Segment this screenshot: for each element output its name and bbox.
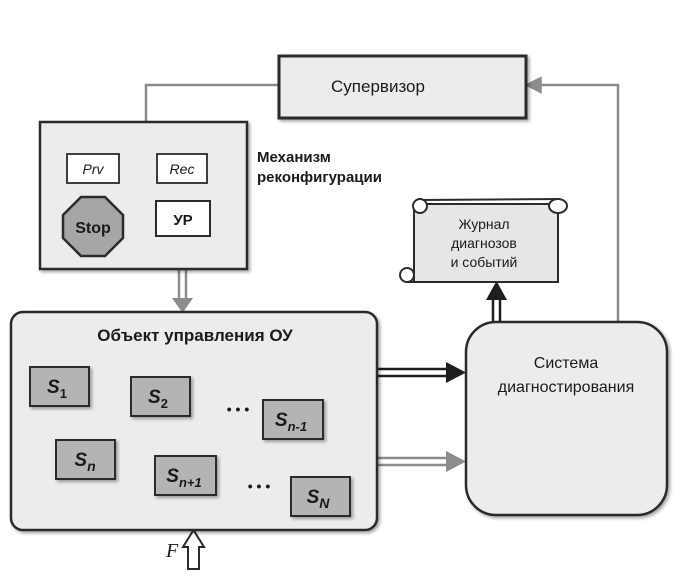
control-object-title: Объект управления ОУ [97,326,293,345]
up-to-object-arrowhead [172,298,193,313]
supervisor-label: Супервизор [331,77,425,96]
up-box [155,200,211,237]
diagnostics-to-journal-head [486,281,507,300]
state-sn-1-sub: n-1 [288,419,308,434]
up-label: УР [173,212,192,229]
state-s2-base: S [148,387,161,408]
state-s1-base: S [47,377,60,398]
journal-line1: Журнал [458,216,509,232]
state-sn+1: Sn+1 [154,455,217,496]
state-s2: S2 [130,376,191,417]
state-sn: Sn [55,439,116,480]
diagnostics-line2: диагностирования [498,379,634,396]
svg-text:SN: SN [307,487,331,511]
stop-octagon [61,195,125,258]
prv-box [66,153,120,184]
diagnostics-box [464,320,669,517]
diagnostics-line1: Система [534,355,599,372]
svg-text:S2: S2 [148,387,168,411]
diagnostics-to-supervisor-connector [524,76,620,322]
svg-text:Sn-1: Sn-1 [275,410,307,434]
prv-label: Prv [83,161,105,177]
rec-label: Rec [170,161,195,177]
stop-label: Stop [75,220,111,237]
object-to-diagnostics-gray-head [446,451,466,472]
state-sN-base: S [307,487,320,508]
supervisor-to-reconfig-connector [144,83,279,133]
journal-line3: и событий [451,254,518,270]
state-sn-sub: n [87,458,96,474]
state-sN: SN [290,476,351,517]
state-s1-sub: 1 [60,386,67,401]
reconfig-title-line2: реконфигурации [257,169,382,186]
journal-line2: диагнозов [451,235,517,251]
journal-scroll [399,198,568,283]
state-sn+1-sub: n+1 [179,475,202,490]
ellipsis-row1: • • • [227,401,250,417]
state-sn-1-base: S [275,410,288,431]
state-sn+1-base: S [166,466,179,487]
state-s2-sub: 2 [161,396,168,411]
svg-text:Sn+1: Sn+1 [166,466,201,490]
supervisor-box [277,54,528,120]
state-s1: S1 [29,366,90,407]
svg-text:Sn: Sn [74,450,95,474]
state-sN-sub: N [319,495,330,511]
ellipsis-row2: • • • [248,478,271,494]
state-sn-base: S [74,450,87,471]
input-f-label: F [165,540,179,562]
rec-box [156,153,208,184]
object-to-diagnostics-dark-head [446,362,466,383]
input-f-arrow [181,528,206,570]
state-sn-1: Sn-1 [262,399,324,440]
reconfig-title-line1: Механизм [257,149,331,166]
svg-text:S1: S1 [47,377,67,401]
